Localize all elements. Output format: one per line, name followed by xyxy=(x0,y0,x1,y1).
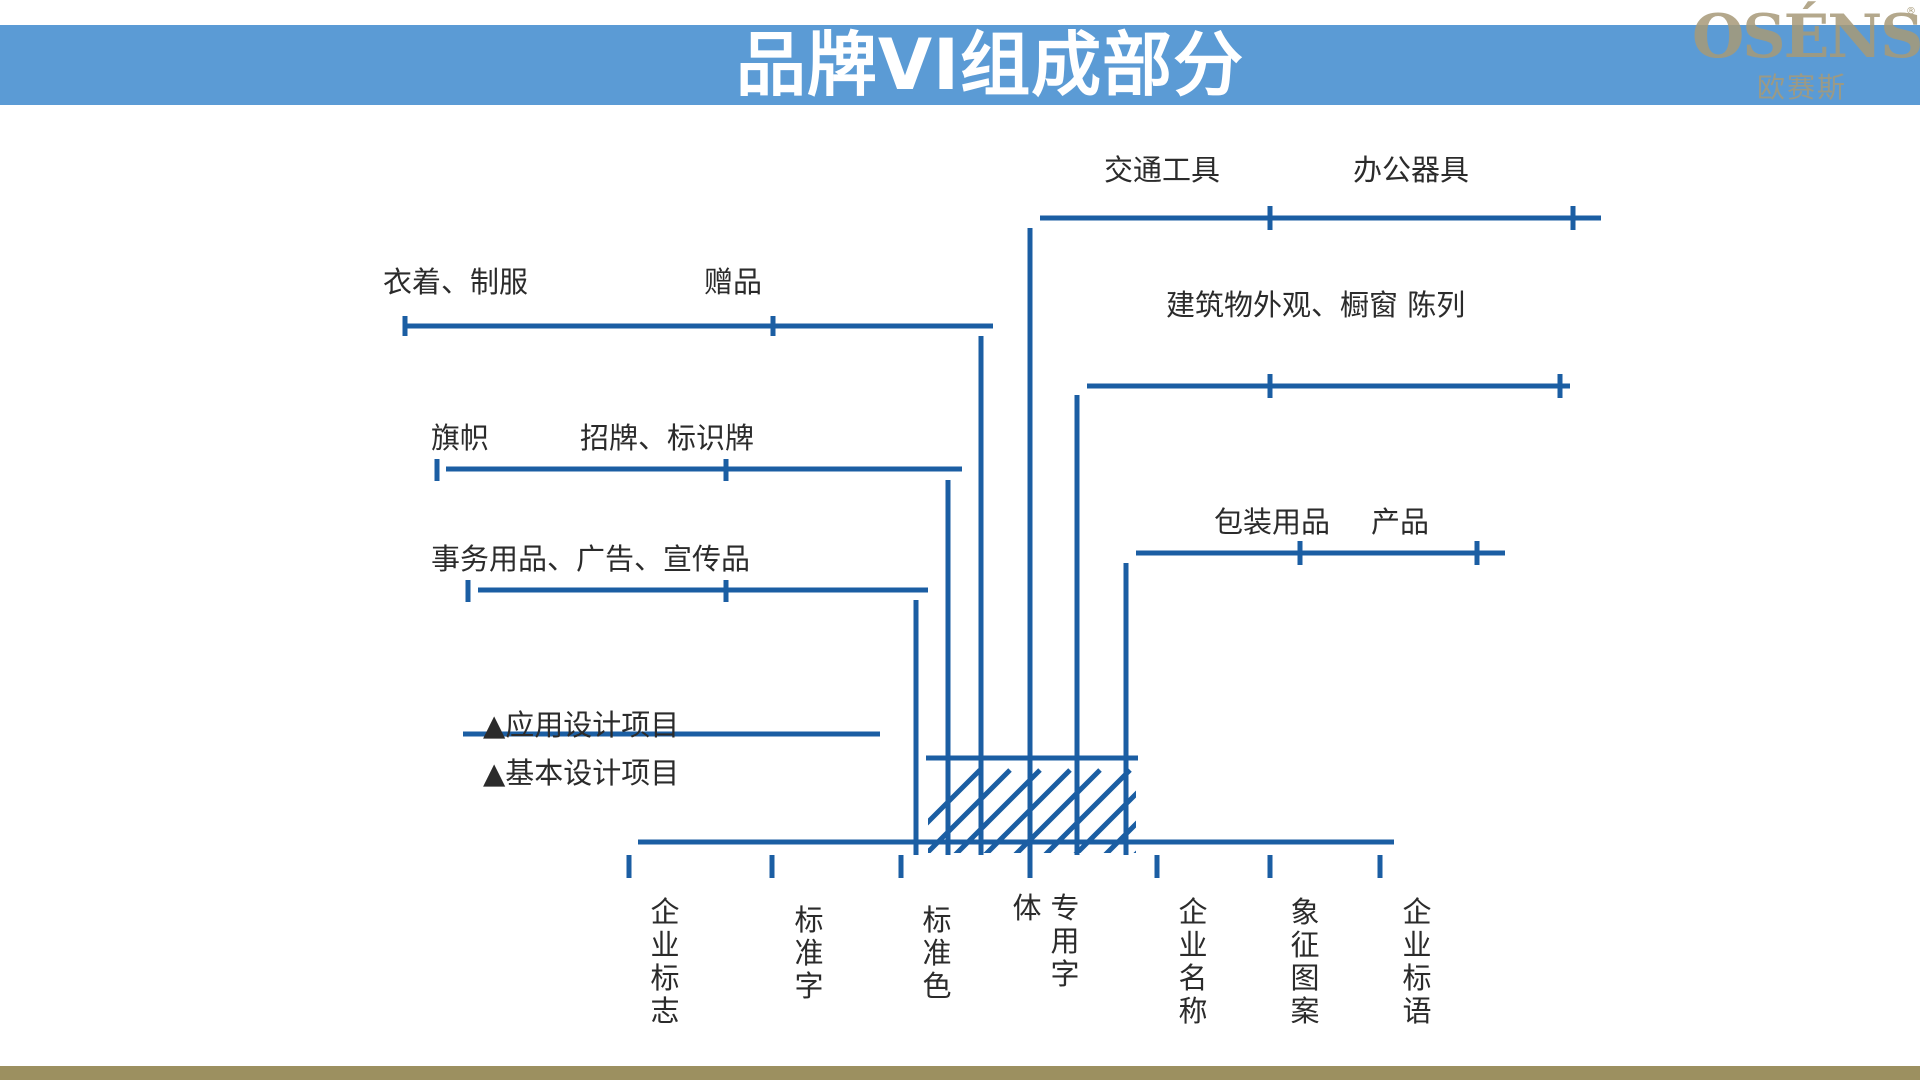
label-stationery: 事务用品、广告、宣传品 xyxy=(431,542,750,576)
svg-text:企: 企 xyxy=(650,895,679,929)
label-flags: 旗帜 xyxy=(431,421,489,455)
svg-text:色: 色 xyxy=(922,969,951,1003)
svg-text:业: 业 xyxy=(1178,928,1207,962)
svg-text:象: 象 xyxy=(1290,895,1319,929)
basic-item-dedicated-font: 体 专 用 字 xyxy=(1012,891,1079,991)
svg-text:字: 字 xyxy=(794,969,823,1003)
svg-text:标: 标 xyxy=(650,961,679,995)
svg-text:标: 标 xyxy=(794,903,823,937)
label-transport: 交通工具 xyxy=(1104,153,1220,187)
svg-text:征: 征 xyxy=(1290,928,1319,962)
svg-text:业: 业 xyxy=(650,928,679,962)
label-products: 产品 xyxy=(1371,505,1429,539)
svg-text:专: 专 xyxy=(1050,891,1079,925)
basic-item-symbol: 象 征 图 案 xyxy=(1290,895,1319,1028)
legend-application: ▲应用设计项目 xyxy=(483,708,679,742)
application-labels: 交通工具 办公器具 衣着、制服 赠品 建筑物外观、橱窗 陈列 旗帜 招牌、标识牌… xyxy=(383,153,1469,576)
basic-item-slogan: 企 业 标 语 xyxy=(1402,895,1431,1028)
label-office: 办公器具 xyxy=(1353,153,1469,187)
hatch-lines xyxy=(928,768,1136,853)
svg-text:标: 标 xyxy=(922,903,951,937)
basic-item-color: 标 准 色 xyxy=(922,903,951,1003)
label-gifts: 赠品 xyxy=(704,265,762,299)
legend-basic: ▲基本设计项目 xyxy=(483,756,679,790)
basic-item-labels: 企 业 标 志 标 准 字 标 准 色 体 专 用 字 企 业 名 称 象 xyxy=(650,891,1431,1028)
svg-text:企: 企 xyxy=(1178,895,1207,929)
label-clothing: 衣着、制服 xyxy=(383,265,528,299)
label-architecture: 建筑物外观、橱窗 陈列 xyxy=(1166,288,1465,322)
svg-text:案: 案 xyxy=(1290,994,1319,1028)
svg-text:准: 准 xyxy=(922,936,951,970)
basic-item-logo: 企 业 标 志 xyxy=(650,895,679,1028)
footer-bar xyxy=(0,1066,1920,1080)
page-title: 品牌VI组成部分 xyxy=(735,24,1245,106)
basic-item-company-name: 企 业 名 称 xyxy=(1178,895,1207,1028)
svg-text:称: 称 xyxy=(1178,994,1207,1028)
svg-text:语: 语 xyxy=(1402,994,1431,1028)
core-hatch-box xyxy=(926,755,1138,853)
label-packaging: 包装用品 xyxy=(1214,505,1330,539)
basic-item-typeface: 标 准 字 xyxy=(794,903,823,1003)
svg-text:用: 用 xyxy=(1050,924,1079,958)
svg-text:图: 图 xyxy=(1290,961,1319,995)
legend: ▲应用设计项目 ▲基本设计项目 xyxy=(483,708,679,790)
svg-text:字: 字 xyxy=(1050,957,1079,991)
svg-text:业: 业 xyxy=(1402,928,1431,962)
svg-text:标: 标 xyxy=(1402,961,1431,995)
svg-text:志: 志 xyxy=(650,994,679,1028)
brand-logo: OSÉNS 欧赛斯 ® xyxy=(1680,0,1920,110)
label-signage: 招牌、标识牌 xyxy=(580,421,754,455)
svg-text:企: 企 xyxy=(1402,895,1431,929)
svg-text:名: 名 xyxy=(1178,961,1207,995)
logo-wordmark: OSÉNS xyxy=(1692,2,1920,72)
svg-text:体: 体 xyxy=(1012,891,1041,925)
logo-chinese-name: 欧赛斯 xyxy=(1756,71,1847,104)
registered-mark: ® xyxy=(1906,6,1916,17)
svg-text:准: 准 xyxy=(794,936,823,970)
header-band xyxy=(0,25,1920,105)
connector-lines xyxy=(402,206,1601,878)
